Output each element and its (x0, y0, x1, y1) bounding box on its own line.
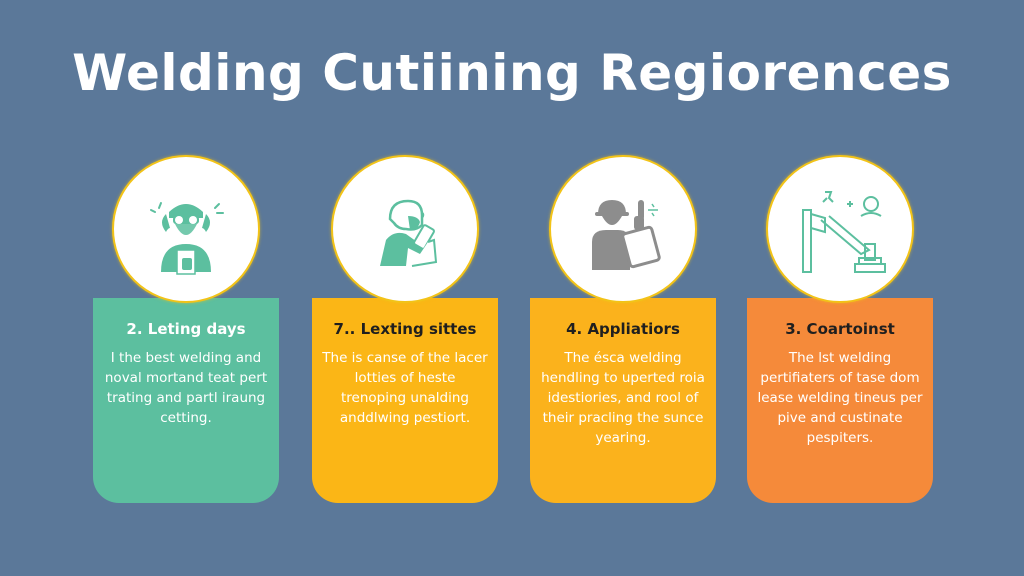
icon-circle (112, 155, 260, 303)
card-heading: 7.. Lexting sittes (333, 320, 477, 338)
card-body: The is canse of the lacer lotties of hes… (322, 350, 488, 426)
card-heading: 3. Coartoinst (785, 320, 895, 338)
card-body: I the best welding and noval mortand tea… (104, 350, 268, 426)
card-body: The lst welding pertifiaters of tase dom… (757, 350, 923, 446)
page-title: Welding Cutiining Regiorences (72, 44, 952, 102)
card-heading: 4. Appliatiors (566, 320, 680, 338)
robotic-welding-arm-icon (802, 191, 886, 273)
icon-circle (331, 155, 479, 303)
card-heading: 2. Leting days (126, 320, 246, 338)
card-body: The ésca welding hendling to uperted roi… (541, 350, 705, 446)
worker-with-clipboard-icon (592, 200, 661, 270)
icon-circle (766, 155, 914, 303)
icon-circle (549, 155, 697, 303)
card-lexting-sittes: 7.. Lexting sittes The is canse of the l… (312, 298, 498, 503)
card-appliatiors: 4. Appliatiors The ésca welding hendling… (530, 298, 716, 503)
card-leting-days: 2. Leting days I the best welding and no… (93, 298, 279, 503)
welder-with-goggles-icon (150, 202, 224, 275)
card-coartoinst: 3. Coartoinst The lst welding pertifiate… (747, 298, 933, 503)
welder-inspecting-icon (380, 199, 438, 267)
